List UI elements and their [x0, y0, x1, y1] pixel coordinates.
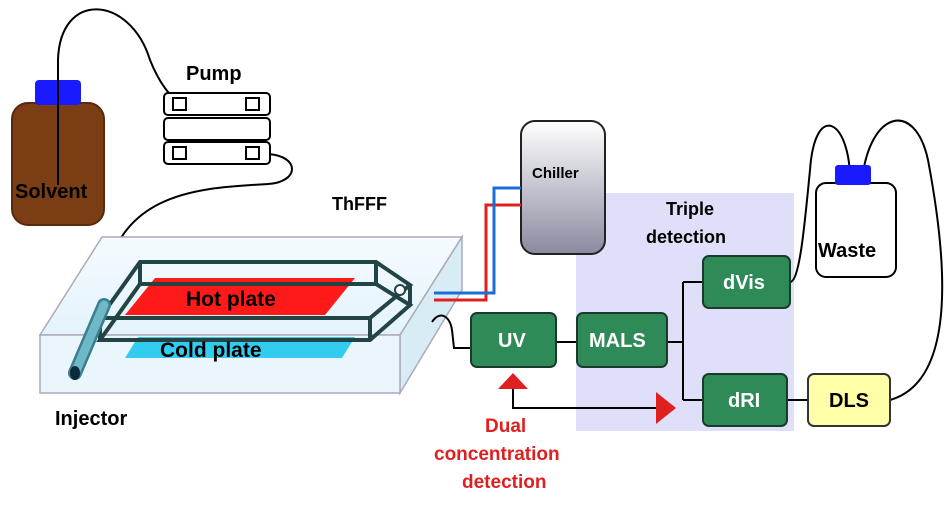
cold-plate-label: Cold plate — [160, 339, 262, 362]
hot-plate-label: Hot plate — [186, 288, 276, 311]
pump-label: Pump — [186, 63, 242, 85]
dri-label: dRI — [728, 390, 760, 412]
hot-plate — [125, 278, 355, 315]
cold-plate — [125, 337, 355, 358]
uv-detector — [470, 312, 557, 368]
dri-detector — [702, 373, 788, 427]
dual-detection-label-2: concentration — [434, 444, 560, 465]
thfff-to-uv-line — [431, 314, 471, 349]
thfff-label: ThFFF — [332, 194, 387, 214]
dual-detection-label-1: Dual — [485, 416, 526, 437]
mals-branch-line — [667, 281, 703, 401]
thfff-channel — [38, 234, 464, 396]
triple-detection-label-2: detection — [646, 227, 726, 247]
triple-detection-label-1: Triple — [666, 199, 714, 219]
waste-label: Waste — [818, 240, 876, 262]
dvis-detector — [702, 255, 791, 309]
chiller-cold-line — [434, 186, 521, 295]
dvis-label: dVis — [723, 272, 765, 294]
pump-icon — [163, 92, 271, 165]
dvis-to-waste-line — [789, 124, 851, 283]
mals-label: MALS — [589, 330, 646, 352]
chiller-label: Chiller — [532, 165, 579, 182]
uv-label: UV — [498, 330, 526, 352]
dual-detection-label-3: detection — [462, 472, 546, 493]
solvent-label: Solvent — [15, 181, 88, 203]
uv-arrow-head — [498, 373, 528, 389]
chiller-hot-line — [434, 203, 521, 302]
dual-connector-line — [512, 389, 660, 409]
dls-to-waste-line — [861, 119, 944, 401]
waste-bottle-icon — [815, 165, 897, 278]
mals-detector — [576, 312, 668, 368]
injector-icon — [68, 298, 111, 380]
chiller-icon — [520, 120, 606, 255]
dls-label: DLS — [829, 390, 869, 412]
dri-arrow-head — [656, 392, 676, 424]
solvent-to-pump-tube — [57, 8, 181, 185]
dls-detector — [807, 373, 891, 427]
injector-label: Injector — [55, 408, 127, 430]
